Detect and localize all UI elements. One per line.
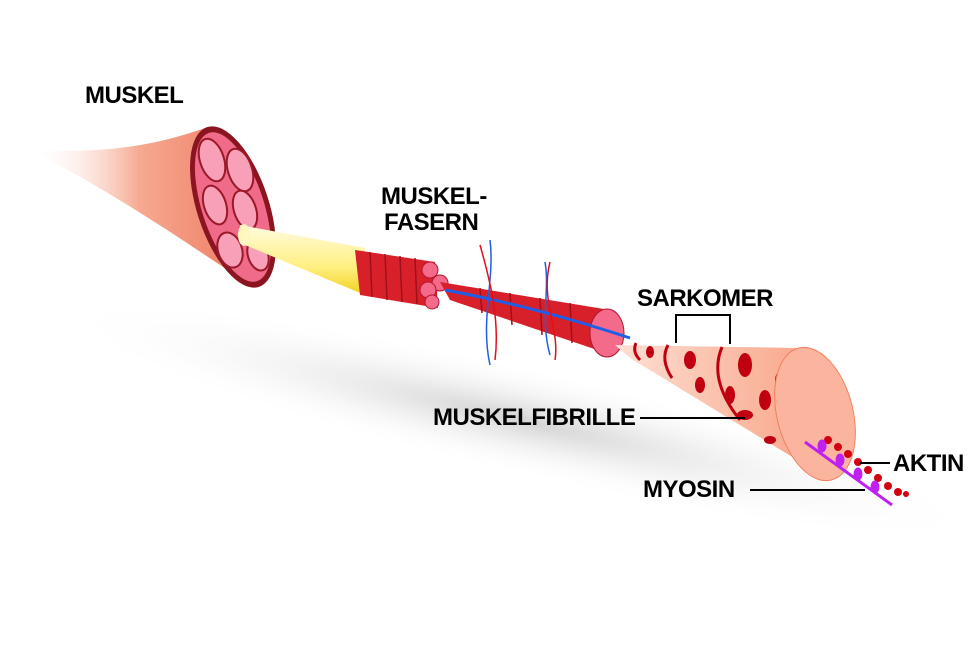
label-myosin: MYOSIN: [643, 476, 735, 503]
label-muskelfasern-1: MUSKEL-: [381, 183, 487, 210]
fascicle-tube: [240, 225, 365, 295]
sarkomer-bracket: [675, 314, 731, 344]
muscle-fiber-bundle: [355, 250, 449, 310]
muscle: [30, 126, 276, 288]
label-muskelfasern-2: FASERN: [384, 209, 479, 236]
label-muskel: MUSKEL: [85, 82, 184, 109]
myofibril: [615, 342, 856, 482]
myosin-filament: [804, 439, 893, 507]
label-sarkomer: SARKOMER: [637, 285, 774, 312]
muscle-fiber: [440, 239, 631, 366]
actin-filament: [824, 436, 909, 497]
label-aktin: AKTIN: [893, 450, 964, 477]
label-muskelfibrille: MUSKELFIBRILLE: [433, 404, 636, 431]
leader-lines: [640, 314, 890, 491]
ground-shadow: [52, 299, 975, 541]
